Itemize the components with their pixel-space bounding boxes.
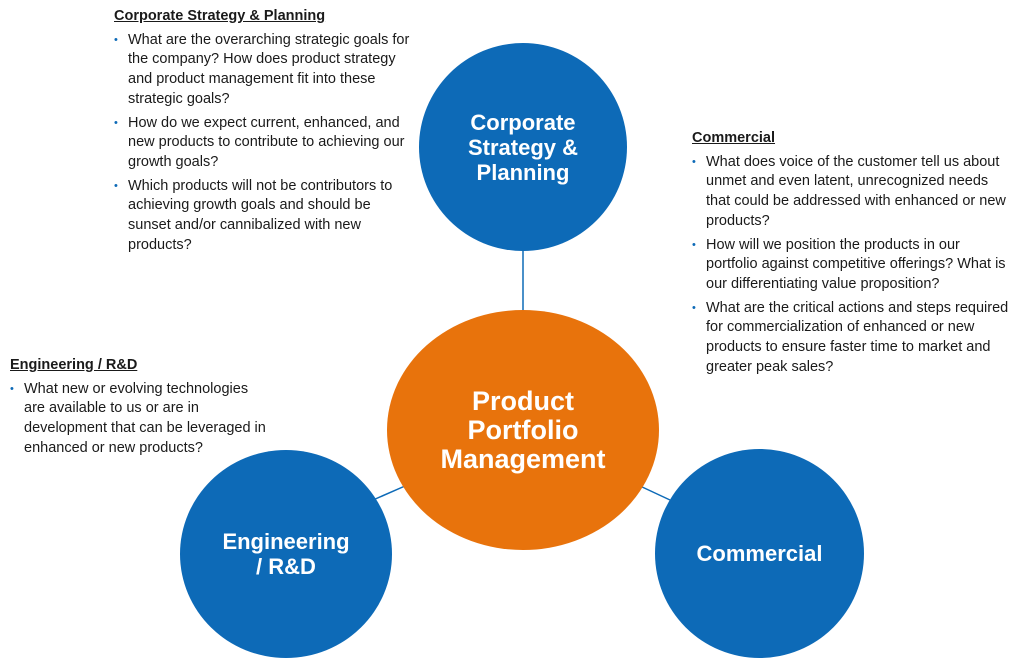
connector-engineering	[372, 485, 406, 501]
panel-commercial-title: Commercial	[692, 130, 776, 146]
node-center-label: Product Portfolio Management	[440, 385, 606, 474]
panel-corporate-strategy: Corporate Strategy & Planning What are t…	[114, 7, 414, 259]
node-product-portfolio-management: Product Portfolio Management	[387, 310, 659, 550]
panel-commercial-bullets: What does voice of the customer tell us …	[692, 153, 1012, 378]
panel-engineering-rd: Engineering / R&D What new or evolving t…	[10, 356, 272, 463]
node-corporate-strategy: Corporate Strategy & Planning	[419, 43, 627, 251]
bullet-item: What does voice of the customer tell us …	[692, 153, 1012, 232]
bullet-item: Which products will not be contributors …	[114, 177, 414, 256]
bullet-item: What new or evolving technologies are av…	[10, 380, 272, 459]
panel-commercial: Commercial What does voice of the custom…	[692, 129, 1012, 381]
panel-engineering-bullets: What new or evolving technologies are av…	[10, 380, 272, 459]
node-commercial: Commercial	[655, 449, 864, 658]
node-corporate-label: Corporate Strategy & Planning	[467, 109, 579, 185]
node-engineering-rd: Engineering / R&D	[180, 450, 392, 658]
connector-commercial	[639, 485, 671, 501]
bullet-item: What are the critical actions and steps …	[692, 299, 1012, 378]
node-engineering-label: Engineering / R&D	[222, 529, 350, 579]
panel-corporate-bullets: What are the overarching strategic goals…	[114, 31, 414, 256]
bullet-item: What are the overarching strategic goals…	[114, 31, 414, 110]
panel-engineering-title: Engineering / R&D	[10, 357, 138, 373]
bullet-item: How will we position the products in our…	[692, 236, 1012, 295]
node-commercial-label: Commercial	[696, 541, 823, 566]
panel-corporate-title: Corporate Strategy & Planning	[114, 8, 326, 24]
bullet-item: How do we expect current, enhanced, and …	[114, 114, 414, 173]
